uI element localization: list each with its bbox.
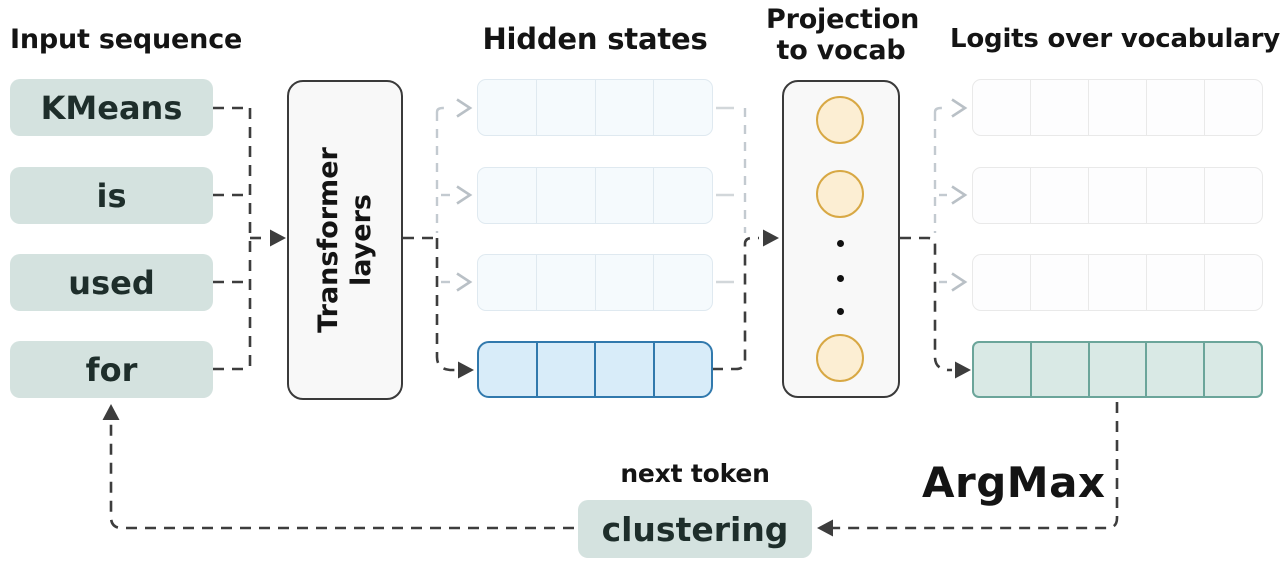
vector-cell	[537, 255, 596, 310]
hidden-states-label: Hidden states	[482, 22, 708, 56]
vector-cell	[1090, 343, 1148, 396]
projection-to-vocab-label: Projection to vocab	[766, 4, 920, 66]
vector-cell	[1089, 255, 1147, 310]
ellipsis-dot-1	[837, 240, 844, 247]
input-token-kmeans: KMeans	[10, 79, 213, 136]
ellipsis-dot-2	[837, 275, 844, 282]
input-token-label: KMeans	[40, 88, 183, 127]
vocab-circle-1	[816, 96, 864, 144]
logits-row-active	[972, 341, 1263, 398]
faded-arrowhead-hidden-row2	[456, 185, 473, 205]
vector-cell	[478, 80, 537, 135]
vector-cell	[596, 80, 655, 135]
input-token-label: is	[96, 176, 127, 215]
projection-label-line2: to vocab	[776, 35, 906, 66]
arrowhead-into-for-token	[102, 404, 120, 420]
next-token-to-input-connector	[102, 404, 574, 530]
logits-over-vocabulary-label: Logits over vocabulary	[950, 24, 1280, 54]
hidden-state-row-3	[477, 254, 713, 311]
vector-cell	[596, 168, 655, 223]
vector-cell	[1089, 168, 1147, 223]
vocab-circle-2	[816, 170, 864, 218]
transformer-layers-label: Transformer layers	[312, 147, 378, 333]
arrowhead-into-logits-active-row	[955, 361, 971, 379]
input-token-is: is	[10, 167, 213, 224]
vocab-circle-3	[816, 334, 864, 382]
arrowhead-into-projection	[763, 229, 779, 247]
vector-cell	[1147, 343, 1206, 396]
hidden-state-row-1	[477, 79, 713, 136]
vector-cell	[596, 343, 655, 396]
vector-cell	[1147, 80, 1205, 135]
projection-label-line1: Projection	[766, 4, 920, 35]
hidden-state-row-active	[477, 341, 713, 398]
arrowhead-into-transformer	[270, 229, 286, 247]
vector-cell	[596, 255, 655, 310]
vector-cell	[1205, 80, 1262, 135]
faded-arrowhead-logits-row1	[951, 98, 968, 118]
vector-cell	[1032, 343, 1090, 396]
input-token-label: used	[68, 263, 155, 302]
vector-cell	[1031, 80, 1089, 135]
vector-cell	[973, 80, 1031, 135]
faded-arrowhead-hidden-row1	[456, 98, 473, 118]
next-token-clustering: clustering	[578, 500, 812, 558]
logits-row-3	[972, 254, 1263, 311]
vector-cell	[654, 80, 712, 135]
vector-cell	[478, 255, 537, 310]
vector-cell	[478, 168, 537, 223]
vector-cell	[1205, 255, 1262, 310]
arrowhead-into-clustering	[817, 519, 833, 537]
input-token-used: used	[10, 254, 213, 311]
vector-cell	[537, 80, 596, 135]
transformer-to-hidden-connector	[403, 98, 474, 379]
hidden-to-projection-connector	[712, 106, 779, 371]
vector-cell	[973, 168, 1031, 223]
vector-cell	[1147, 255, 1205, 310]
ellipsis-dot-3	[837, 308, 844, 315]
projection-to-logits-connector	[900, 98, 971, 379]
vector-cell	[1205, 343, 1261, 396]
vector-cell	[1205, 168, 1262, 223]
vector-cell	[1031, 168, 1089, 223]
vector-cell	[1089, 80, 1147, 135]
logits-row-2	[972, 167, 1263, 224]
next-token-value: clustering	[601, 509, 789, 549]
input-token-label: for	[85, 350, 138, 389]
vector-cell	[974, 343, 1032, 396]
arrowhead-into-hidden-active-row	[458, 361, 474, 379]
logits-row-1	[972, 79, 1263, 136]
vector-cell	[1031, 255, 1089, 310]
vector-cell	[973, 255, 1031, 310]
vector-cell	[479, 343, 538, 396]
vector-cell	[537, 168, 596, 223]
next-token-label: next token	[620, 459, 770, 488]
argmax-label: ArgMax	[922, 458, 1106, 507]
projection-to-vocab-box	[782, 80, 900, 398]
transformer-layers-box: Transformer layers	[287, 80, 403, 400]
faded-arrowhead-logits-row2	[951, 185, 968, 205]
vector-cell	[538, 343, 596, 396]
vector-cell	[1147, 168, 1205, 223]
vector-cell	[654, 255, 712, 310]
transformer-label-line1: Transformer	[313, 147, 344, 333]
faded-arrowhead-logits-row3	[951, 272, 968, 292]
input-to-transformer-connector	[213, 106, 286, 371]
transformer-label-line2: layers	[346, 194, 377, 286]
input-token-for: for	[10, 341, 213, 398]
vector-cell	[655, 343, 712, 396]
vector-cell	[654, 168, 712, 223]
faded-arrowhead-hidden-row3	[456, 272, 473, 292]
input-sequence-label: Input sequence	[10, 24, 243, 55]
hidden-state-row-2	[477, 167, 713, 224]
